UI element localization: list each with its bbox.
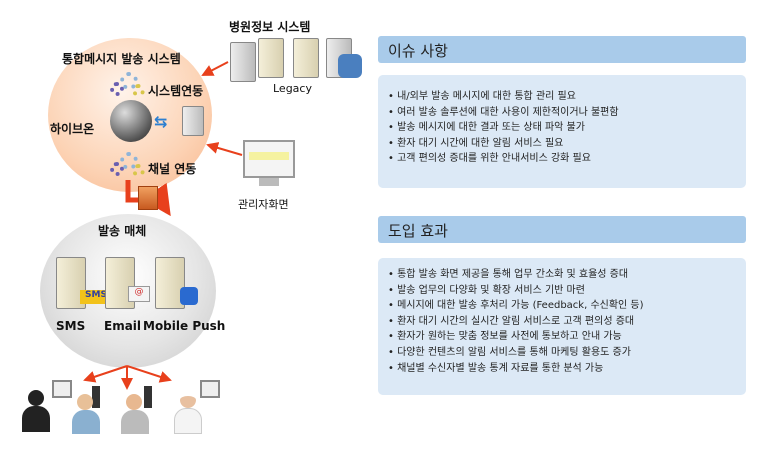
push-app-icon — [180, 287, 198, 305]
gears-icon — [110, 72, 146, 100]
effect-item: 다양한 컨텐츠의 알림 서비스를 통해 마케팅 활용도 증가 — [388, 345, 736, 361]
hiveon-logo-icon — [110, 100, 152, 142]
media-mobile-push: Mobile Push — [143, 319, 226, 333]
effect-item: 환자가 원하는 맞춤 정보를 사전에 통보하고 안내 가능 — [388, 329, 736, 345]
effect-item: 통합 발송 화면 제공을 통해 업무 간소화 및 효율성 증대 — [388, 267, 736, 283]
issue-item: 발송 메시지에 대한 결과 또는 상태 파악 불가 — [388, 120, 736, 136]
integrated-system-label: 통합메시지 발송 시스템 — [62, 52, 181, 66]
issues-list: 내/외부 발송 메시지에 대한 통합 관리 필요 여러 발송 솔루션에 대한 사… — [378, 75, 746, 188]
hiveon-label: 하이브온 — [50, 122, 95, 136]
effects-header: 도입 효과 — [378, 216, 746, 243]
firewall-icon — [138, 186, 158, 210]
issues-header: 이슈 사항 — [378, 36, 746, 63]
admin-monitor-icon — [243, 140, 295, 190]
sync-arrows-icon: ⇆ — [154, 112, 168, 131]
admin-arrow — [206, 142, 243, 156]
legacy-servers-icon — [228, 38, 368, 82]
media-email: Email — [104, 319, 142, 333]
users-group-icon — [22, 380, 222, 436]
effect-item: 환자 대기 시간의 실시간 알림 서비스로 고객 편의성 증대 — [388, 314, 736, 330]
hospital-system-label: 병원정보 시스템 — [229, 20, 311, 34]
system-link-label: 시스템연동 — [148, 84, 204, 98]
database-server-icon — [182, 106, 204, 136]
effects-list: 통합 발송 화면 제공을 통해 업무 간소화 및 효율성 증대 발송 업무의 다… — [378, 258, 746, 395]
media-title: 발송 매체 — [98, 224, 147, 238]
issue-item: 내/외부 발송 메시지에 대한 통합 관리 필요 — [388, 89, 736, 105]
user-arrow-left — [83, 365, 128, 383]
effect-item: 발송 업무의 다양화 및 확장 서비스 기반 마련 — [388, 283, 736, 299]
email-envelope-icon: @ — [128, 286, 150, 302]
legacy-label: Legacy — [273, 82, 312, 95]
admin-screen-label: 관리자화면 — [238, 198, 289, 211]
gears-icon — [110, 152, 146, 180]
user-arrow-right — [126, 365, 172, 383]
sms-badge-icon: SMS — [80, 290, 112, 304]
issue-item: 고객 편의성 증대를 위한 안내서비스 강화 필요 — [388, 151, 736, 167]
issue-item: 환자 대기 시간에 대한 알림 서비스 필요 — [388, 136, 736, 152]
media-sms: SMS — [56, 319, 86, 333]
issue-item: 여러 발송 솔루션에 대한 사용이 제한적이거나 불편함 — [388, 105, 736, 121]
channel-link-label: 채널 연동 — [148, 162, 197, 176]
sms-server-icon — [56, 257, 86, 309]
effect-item: 메시지에 대한 발송 후처리 가능 (Feedback, 수신확인 등) — [388, 298, 736, 314]
legacy-arrow — [201, 61, 229, 76]
effect-item: 채널별 수신자별 발송 통계 자료를 통한 분석 가능 — [388, 361, 736, 377]
